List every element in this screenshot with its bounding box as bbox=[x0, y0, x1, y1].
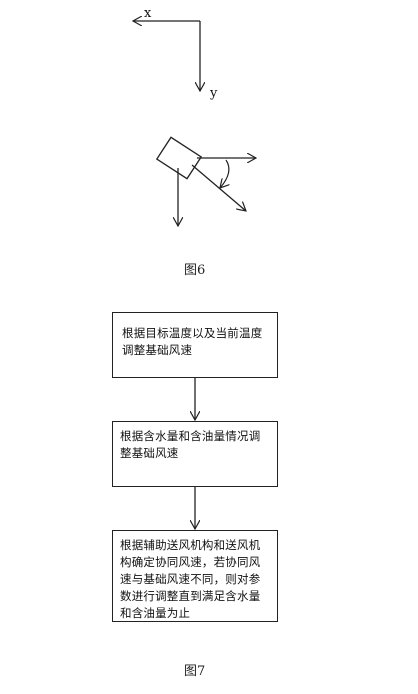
flowchart-step-2-text: 根据含水量和含油量情况调整基础风速 bbox=[120, 429, 261, 460]
figure-6-caption: 图6 bbox=[184, 263, 206, 278]
y-axis-label: y bbox=[210, 86, 218, 101]
x-axis-label: x bbox=[144, 6, 152, 21]
tilted-rectangle bbox=[155, 136, 203, 180]
flowchart-step-2: 根据含水量和含油量情况调整基础风速 bbox=[112, 421, 278, 487]
angle-arc bbox=[220, 159, 229, 188]
flowchart-step-3: 根据辅助送风机构和送风机构确定协同风速，若协同风速与基础风速不同，则对参数进行调… bbox=[112, 530, 278, 622]
flowchart-step-1: 根据目标温度以及当前温度调整基础风速 bbox=[112, 312, 278, 378]
tilted-nozzle-drawing bbox=[155, 136, 256, 226]
coordinate-axes bbox=[133, 21, 200, 91]
flowchart-step-3-text: 根据辅助送风机构和送风机构确定协同风速，若协同风速与基础风速不同，则对参数进行调… bbox=[120, 538, 261, 620]
figure-7-caption: 图7 bbox=[184, 664, 206, 679]
diagonal-arrow bbox=[191, 164, 246, 211]
flowchart-step-1-text: 根据目标温度以及当前温度调整基础风速 bbox=[122, 326, 263, 357]
